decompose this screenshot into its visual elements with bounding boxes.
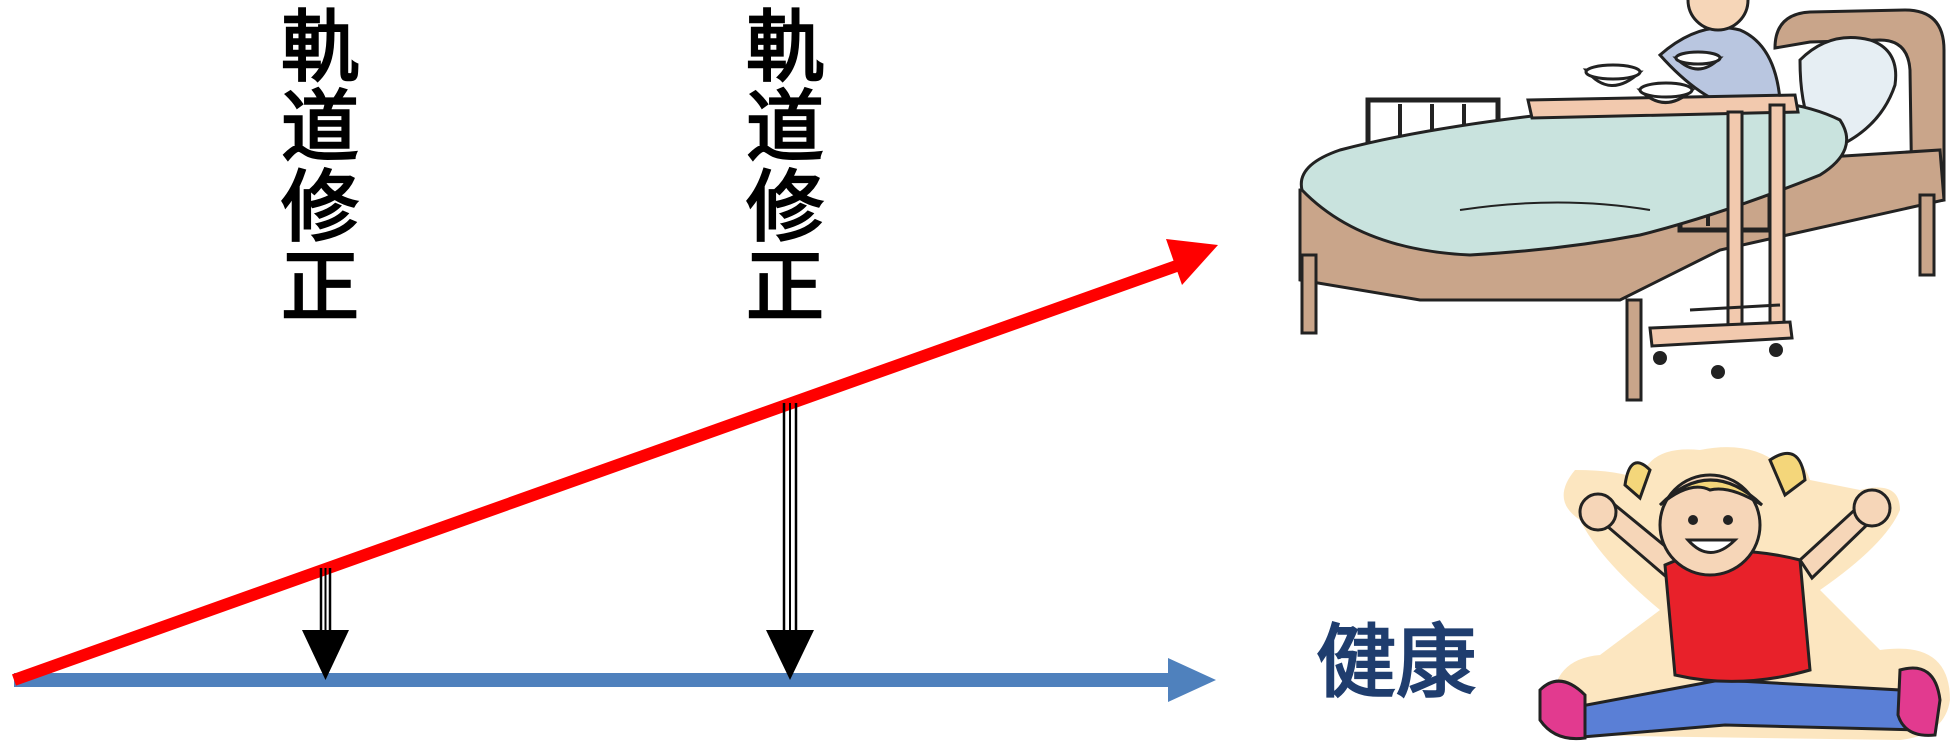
label-2-char-2: 道 (745, 83, 824, 173)
label-1-char-2: 道 (280, 83, 359, 173)
jumping-girl-icon (1538, 447, 1950, 741)
illness-path-arrow (11, 239, 1218, 686)
health-path-arrow (14, 658, 1216, 702)
patient-in-hospital-bed-icon (1298, 0, 1946, 402)
label-1-char-4: 正 (280, 243, 359, 333)
health-label: 健康 (1316, 616, 1476, 709)
label-2-char-3: 修 (745, 163, 824, 253)
trajectory-correction-label-1: 軌 道 修 正 (272, 8, 368, 328)
trajectory-correction-label-2: 軌 道 修 正 (737, 8, 833, 328)
correction-arrow-2 (766, 403, 814, 680)
label-2-char-4: 正 (745, 243, 824, 333)
label-1-char-3: 修 (280, 163, 359, 253)
label-1-char-1: 軌 (280, 3, 359, 93)
label-2-char-1: 軌 (745, 3, 824, 93)
correction-arrow-1 (302, 568, 349, 680)
